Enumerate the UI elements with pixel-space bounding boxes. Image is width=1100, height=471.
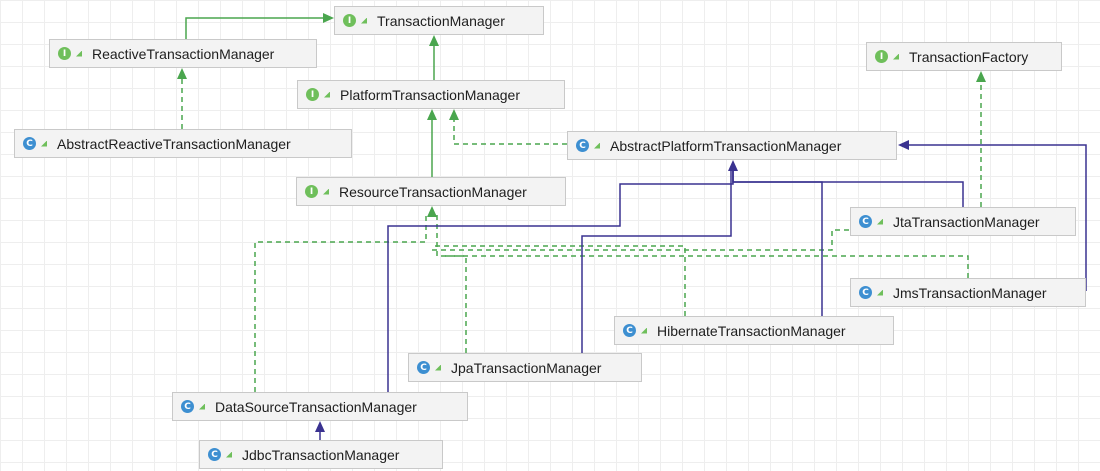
node-hibernate-transaction-manager[interactable]: C HibernateTransactionManager [614,316,894,345]
node-label: JmsTransactionManager [893,284,1047,301]
edge-hibernate-to-resource [432,245,686,316]
node-label: JpaTransactionManager [451,359,602,376]
edge-reactive-to-transaction-manager [185,17,326,39]
interface-icon: I [343,14,356,27]
class-icon: C [623,324,636,337]
class-icon: C [417,361,430,374]
edge-abstract-platform-to-platform [453,117,567,145]
node-label: PlatformTransactionManager [340,86,521,103]
node-jdbc-transaction-manager[interactable]: C JdbcTransactionManager [199,440,443,469]
node-label: TransactionManager [377,12,505,29]
arrowhead-platform-right [449,109,459,120]
node-abstract-reactive-transaction-manager[interactable]: C AbstractReactiveTransactionManager [14,129,352,158]
class-icon: C [23,137,36,150]
public-visibility-icon [594,142,600,149]
node-jta-transaction-manager[interactable]: C JtaTransactionManager [850,207,1076,236]
node-transaction-manager[interactable]: I TransactionManager [334,6,544,35]
public-visibility-icon [435,364,441,371]
interface-icon: I [875,50,888,63]
node-abstract-platform-transaction-manager[interactable]: C AbstractPlatformTransactionManager [567,131,897,160]
node-jpa-transaction-manager[interactable]: C JpaTransactionManager [408,353,642,382]
node-platform-transaction-manager[interactable]: I PlatformTransactionManager [297,80,565,109]
arrowhead-transaction-manager-bottom [429,35,439,46]
edge-jms-to-abstract-platform [906,144,1087,291]
public-visibility-icon [226,451,232,458]
arrowhead-transaction-factory [976,71,986,82]
class-icon: C [181,400,194,413]
edge-jta-to-abstract-platform [732,168,964,207]
public-visibility-icon [41,140,47,147]
arrowhead-datasource-transaction-manager [315,421,325,432]
node-reactive-transaction-manager[interactable]: I ReactiveTransactionManager [49,39,317,68]
node-label: HibernateTransactionManager [657,322,846,339]
node-datasource-transaction-manager[interactable]: C DataSourceTransactionManager [172,392,468,421]
node-jms-transaction-manager[interactable]: C JmsTransactionManager [850,278,1086,307]
node-transaction-factory[interactable]: I TransactionFactory [866,42,1062,71]
node-label: DataSourceTransactionManager [215,398,417,415]
public-visibility-icon [893,53,899,60]
public-visibility-icon [324,91,330,98]
class-icon: C [859,286,872,299]
public-visibility-icon [877,218,883,225]
edge-jpa-to-abstract-platform [581,168,732,353]
arrowhead-transaction-manager-left [323,13,334,23]
interface-icon: I [58,47,71,60]
class-icon: C [208,448,221,461]
edge-datasource-to-abstract-platform [387,168,734,392]
public-visibility-icon [199,403,205,410]
interface-icon: I [306,88,319,101]
public-visibility-icon [323,188,329,195]
arrowhead-resource-transaction-manager [427,206,437,217]
edge-datasource-to-resource [254,214,427,392]
node-label: ResourceTransactionManager [339,183,527,200]
node-label: ReactiveTransactionManager [92,45,275,62]
public-visibility-icon [361,17,367,24]
node-label: AbstractPlatformTransactionManager [610,137,842,154]
class-icon: C [576,139,589,152]
node-label: JdbcTransactionManager [242,446,400,463]
class-icon: C [859,215,872,228]
interface-icon: I [305,185,318,198]
arrowhead-abstract-platform-bottom [728,160,738,171]
public-visibility-icon [76,50,82,57]
node-label: JtaTransactionManager [893,213,1040,230]
edge-hibernate-to-abstract-platform [732,168,823,316]
node-resource-transaction-manager[interactable]: I ResourceTransactionManager [296,177,566,206]
public-visibility-icon [877,289,883,296]
node-label: TransactionFactory [909,48,1029,65]
public-visibility-icon [641,327,647,334]
node-label: AbstractReactiveTransactionManager [57,135,291,152]
arrowhead-reactive-transaction-manager [177,68,187,79]
arrowhead-platform-left [427,109,437,120]
arrowhead-abstract-platform-right [898,140,909,150]
edge-jms-to-resource [445,255,969,278]
edge-jpa-to-resource [436,214,467,353]
